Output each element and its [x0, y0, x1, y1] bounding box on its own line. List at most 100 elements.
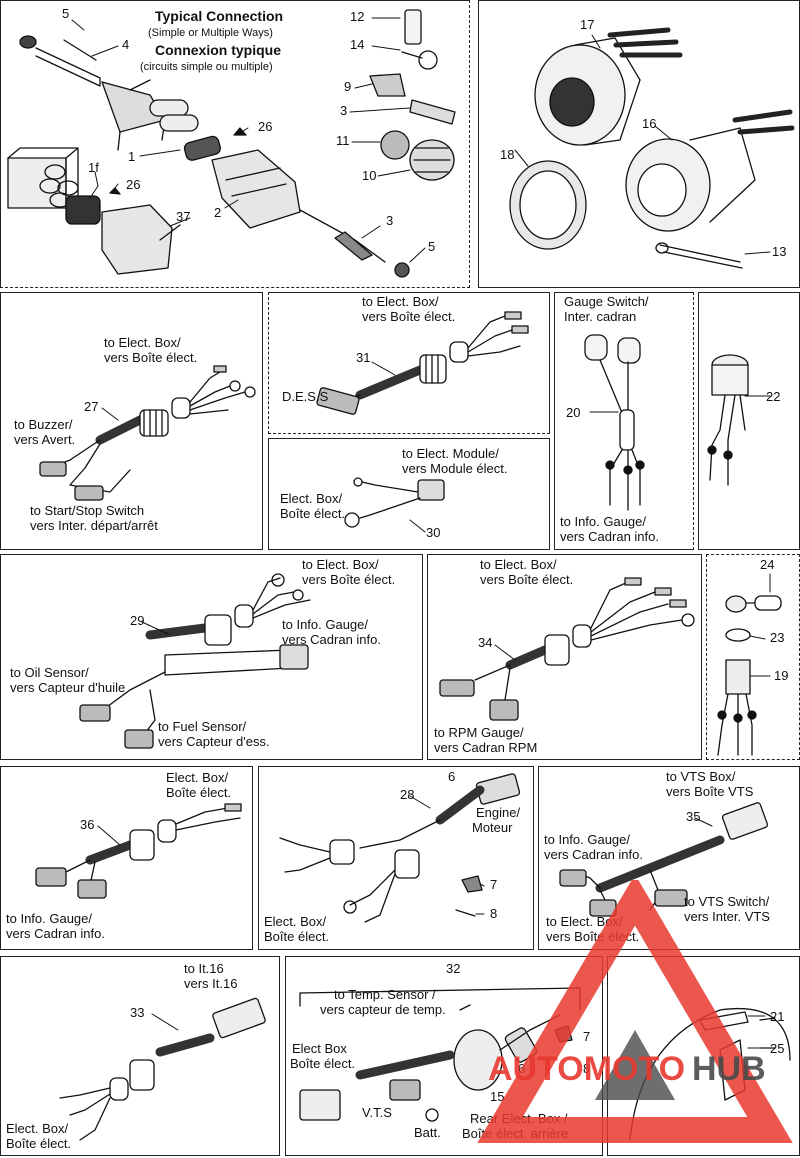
- callout-32-8: 8: [583, 1061, 591, 1076]
- harness-31-dess: D.E.S.S: [282, 389, 329, 404]
- harness-29-elect-box-fr: vers Boîte élect.: [302, 572, 396, 587]
- panel-harness-31: [268, 292, 550, 434]
- callout-19: 19: [774, 668, 789, 683]
- typical-connection-subtitle: (Simple or Multiple Ways): [148, 27, 273, 39]
- part-19-drawing: [717, 595, 782, 756]
- harness-28-engine-en: Engine/: [476, 805, 521, 820]
- harness-29-elect-box-en: to Elect. Box/: [302, 557, 379, 572]
- harness-31-elect-box-fr: vers Boîte élect.: [362, 309, 456, 324]
- harness-34-elect-box-en: to Elect. Box/: [480, 557, 557, 572]
- callout-4: 4: [122, 37, 130, 52]
- harness-30-drawing: [344, 477, 445, 528]
- callout-28: 28: [400, 787, 415, 802]
- harness-35-vts-box-en: to VTS Box/: [666, 769, 736, 784]
- typical-connection-title: Typical Connection: [155, 8, 284, 24]
- harness-28-box-en: Elect. Box/: [264, 914, 327, 929]
- callout-25: 25: [770, 1041, 785, 1056]
- gauge-switch-en: Gauge Switch/: [564, 294, 649, 309]
- harness-34-elect-box-fr: vers Boîte élect.: [480, 572, 574, 587]
- callout-33: 33: [130, 1005, 145, 1020]
- gauge-switch-info-en: to Info. Gauge/: [560, 514, 647, 529]
- harness-27-buzzer-en: to Buzzer/: [14, 417, 73, 432]
- harness-32-box-fr: Boîte élect.: [290, 1056, 356, 1071]
- harness-27-switch-fr: vers Inter. départ/arrêt: [30, 518, 158, 533]
- callout-11: 11: [336, 133, 350, 148]
- harness-30-box-en: Elect. Box/: [280, 491, 343, 506]
- harness-35-box-en: to Elect. Box/: [546, 914, 623, 929]
- harness-30-module-en: to Elect. Module/: [402, 446, 499, 461]
- callout-32-7: 7: [583, 1029, 591, 1044]
- harness-35-vts-switch-en: to VTS Switch/: [684, 894, 770, 909]
- harness-29-fuel-fr: vers Capteur d'ess.: [158, 734, 270, 749]
- harness-32-rear-fr: Boîte élect. arrière: [462, 1126, 569, 1141]
- harness-32-rear-en: Rear Elect. Box /: [470, 1111, 568, 1126]
- harness-36-elect-box-fr: Boîte élect.: [166, 785, 232, 800]
- callout-30: 30: [426, 525, 441, 540]
- harness-31-elect-box-en: to Elect. Box/: [362, 294, 439, 309]
- harness-34-drawing: [439, 577, 695, 721]
- callout-20: 20: [566, 405, 581, 420]
- panel-harness-36: [0, 766, 253, 950]
- callout-10: 10: [362, 168, 377, 183]
- harness-32-vts: V.T.S: [362, 1105, 392, 1120]
- harness-36-info-fr: vers Cadran info.: [6, 926, 105, 941]
- harness-32-temp-en: to Temp. Sensor /: [334, 987, 436, 1002]
- callout-26-top: 26: [258, 119, 273, 134]
- harness-34-rpm-en: to RPM Gauge/: [434, 725, 524, 740]
- callout-7: 7: [490, 877, 498, 892]
- callout-9: 9: [344, 79, 352, 94]
- harness-35-vts-box-fr: vers Boîte VTS: [666, 784, 754, 799]
- harness-29-drawing: [79, 573, 311, 749]
- callout-3-bottom: 3: [386, 213, 394, 228]
- parts-21-25-drawing: [629, 1008, 791, 1141]
- harness-36-elect-box-en: Elect. Box/: [166, 770, 229, 785]
- harness-28-box-fr: Boîte élect.: [264, 929, 330, 944]
- callout-32: 32: [446, 961, 461, 976]
- callout-21: 21: [770, 1009, 785, 1024]
- harness-29-fuel-en: to Fuel Sensor/: [158, 719, 247, 734]
- callout-17: 17: [580, 17, 595, 32]
- harness-33-drawing: [59, 997, 266, 1141]
- callout-31: 31: [356, 350, 371, 365]
- callout-32-6: 6: [518, 1061, 526, 1076]
- callout-36: 36: [80, 817, 95, 832]
- callout-1: 1: [128, 149, 136, 164]
- harness-33-box-en: Elect. Box/: [6, 1121, 69, 1136]
- callout-6: 6: [448, 769, 456, 784]
- callout-3-top: 3: [340, 103, 348, 118]
- typical-connection-title-fr: Connexion typique: [155, 42, 281, 58]
- harness-27-buzzer-fr: vers Avert.: [14, 432, 76, 447]
- panel-part-22: [698, 292, 800, 550]
- harness-35-info-fr: vers Cadran info.: [544, 847, 643, 862]
- harness-27-elect-box-fr: vers Boîte élect.: [104, 350, 198, 365]
- callout-18: 18: [500, 147, 515, 162]
- callout-1f: 1f: [88, 160, 99, 175]
- harness-32-temp-fr: vers capteur de temp.: [320, 1002, 446, 1017]
- callout-15: 15: [490, 1089, 505, 1104]
- harness-27-switch-en: to Start/Stop Switch: [30, 503, 145, 518]
- callout-29: 29: [130, 613, 145, 628]
- harness-30-box-fr: Boîte élect.: [280, 506, 346, 521]
- callout-12: 12: [350, 9, 365, 24]
- harness-30-module-fr: vers Module élect.: [402, 461, 508, 476]
- callout-16: 16: [642, 116, 657, 131]
- callout-37: 37: [176, 209, 191, 224]
- callout-23: 23: [770, 630, 785, 645]
- harness-31-drawing: [316, 311, 529, 415]
- callout-2: 2: [214, 205, 222, 220]
- callout-22: 22: [766, 389, 781, 404]
- harness-35-info-en: to Info. Gauge/: [544, 832, 631, 847]
- harness-36-drawing: [35, 803, 242, 899]
- gauge-switch-fr: Inter. cadran: [564, 309, 637, 324]
- harness-33-it-en: to It.16: [184, 961, 224, 976]
- callout-8: 8: [490, 906, 498, 921]
- harness-32-box-en: Elect Box: [292, 1041, 347, 1056]
- callout-5-bottom: 5: [428, 239, 436, 254]
- harness-33-box-fr: Boîte élect.: [6, 1136, 72, 1151]
- harness-29-info-fr: vers Cadran info.: [282, 632, 381, 647]
- harness-27-elect-box-en: to Elect. Box/: [104, 335, 181, 350]
- harness-33-it-fr: vers It.16: [184, 976, 238, 991]
- gauge-switch-info-fr: vers Cadran info.: [560, 529, 659, 544]
- harness-28-engine-fr: Moteur: [472, 820, 513, 835]
